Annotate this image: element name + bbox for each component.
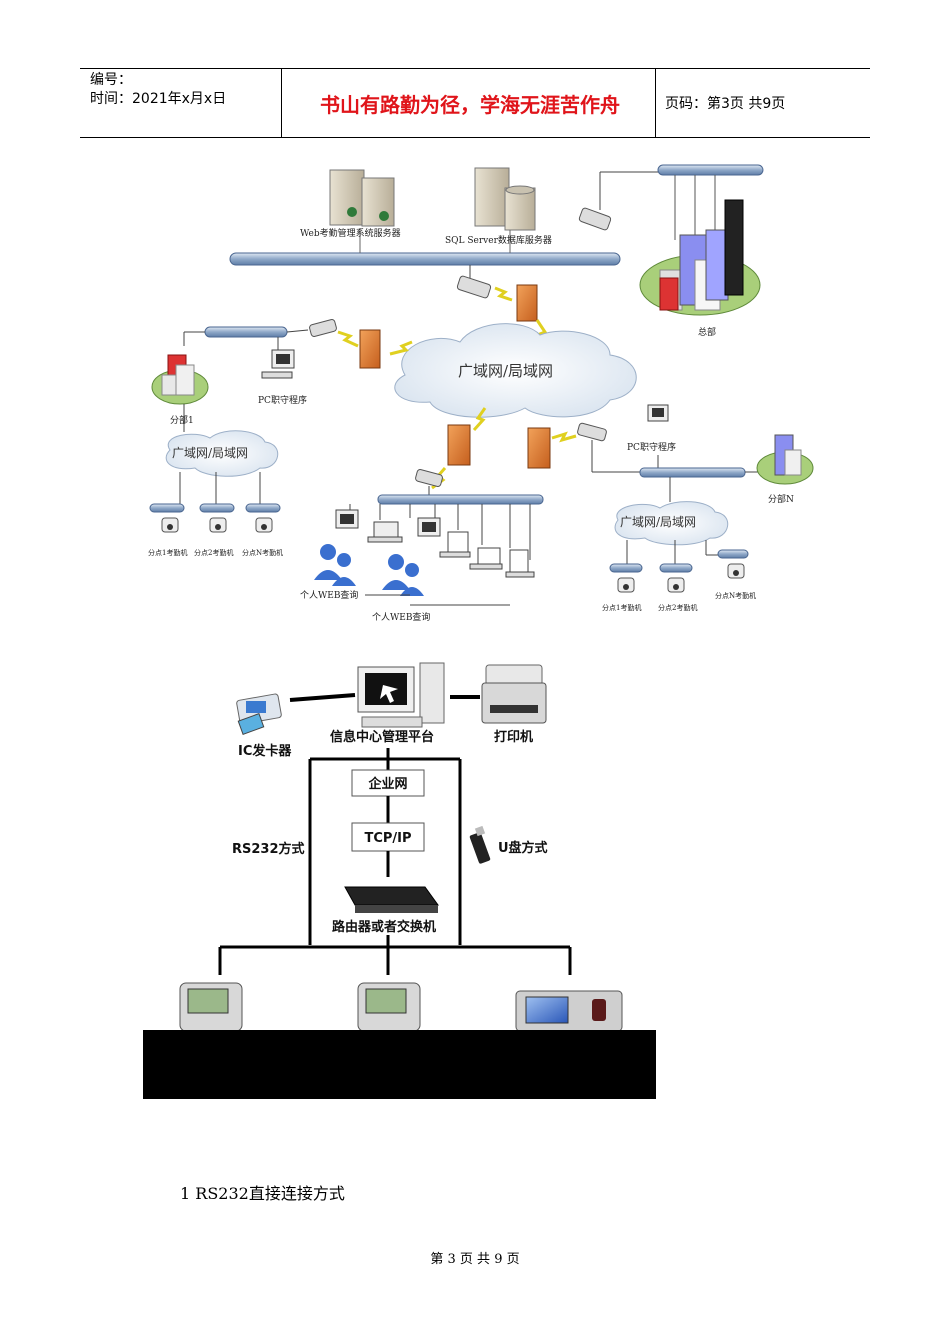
page-header: 编号： 时间：2021年x月x日 书山有路勤为径，学海无涯苦作舟 页码：第3页 … bbox=[80, 68, 870, 138]
network-topology-diagram: Web考勤管理系统服务器 SQL Server数据库服务器 总部 广域网/局域网 bbox=[148, 164, 814, 623]
printer-label: 打印机 bbox=[494, 729, 533, 745]
router-icon bbox=[577, 422, 607, 442]
wan-cloud-right bbox=[614, 501, 729, 546]
pc-icon bbox=[335, 509, 359, 529]
laptop-icon bbox=[367, 521, 403, 543]
connection-methods-diagram: IC发卡器 信息中心管理平台 打印机 企业网 TCP/IP RS232方式 U盘… bbox=[179, 662, 623, 1032]
firewall-icon bbox=[447, 424, 471, 466]
router-icon bbox=[578, 207, 612, 231]
headquarters-icon bbox=[639, 175, 761, 316]
branchN-label: 分部N bbox=[768, 493, 794, 505]
device-bus bbox=[149, 503, 185, 513]
time-label: 时间：2021年x月x日 bbox=[90, 91, 227, 107]
device-bus bbox=[659, 563, 693, 573]
device-label: 分点1考勤机 bbox=[602, 603, 641, 612]
device-label: 分点N考勤机 bbox=[242, 548, 283, 557]
management-pc-icon bbox=[357, 662, 445, 728]
header-page-label: 页码：第3页 共9页 bbox=[665, 96, 786, 112]
users-icon bbox=[382, 554, 424, 596]
tcpip-label: TCP/IP bbox=[364, 831, 411, 846]
device-label: 分点2考勤机 bbox=[194, 548, 233, 557]
fingerprint-terminal-icon bbox=[515, 990, 623, 1032]
attendance-device-icon bbox=[161, 517, 179, 533]
enterprise-net-label: 企业网 bbox=[367, 776, 407, 792]
backbone-bus bbox=[229, 252, 621, 266]
branchN-bus bbox=[639, 467, 746, 478]
usb-label: U盘方式 bbox=[498, 840, 548, 856]
lightning-icon bbox=[472, 407, 487, 432]
header-divider bbox=[655, 69, 656, 137]
database-server-label: SQL Server数据库服务器 bbox=[445, 234, 552, 246]
firewall-icon bbox=[527, 427, 551, 469]
attendance-device-icon bbox=[727, 563, 745, 579]
laptop-icon bbox=[505, 549, 535, 578]
attendance-device-icon bbox=[667, 577, 685, 593]
header-motto: 书山有路勤为径，学海无涯苦作舟 bbox=[320, 92, 620, 117]
ic-card-label: IC发卡器 bbox=[238, 743, 292, 759]
device-label: 分点1考勤机 bbox=[148, 548, 187, 557]
web-server-icon bbox=[329, 169, 395, 253]
laptop-icon bbox=[469, 547, 503, 570]
router-switch-label: 路由器或者交换机 bbox=[332, 919, 436, 935]
device-label: 分点N考勤机 bbox=[715, 591, 756, 600]
usb-drive-icon bbox=[469, 825, 491, 864]
redacted-block bbox=[143, 1030, 656, 1099]
page-footer: 第 3 页 共 9 页 bbox=[430, 1252, 520, 1267]
device-bus bbox=[245, 503, 281, 513]
firewall-icon bbox=[359, 329, 381, 369]
management-platform-label: 信息中心管理平台 bbox=[330, 729, 434, 745]
device-bus bbox=[717, 549, 749, 559]
branchN-building-icon bbox=[756, 434, 814, 485]
users-icon bbox=[314, 544, 356, 586]
printer-icon bbox=[481, 664, 547, 724]
web-server-label: Web考勤管理系统服务器 bbox=[300, 227, 401, 239]
number-label: 编号： bbox=[90, 72, 132, 88]
wan-cloud-left-label: 广域网/局域网 bbox=[172, 446, 248, 460]
wan-cloud-left bbox=[165, 430, 279, 477]
hand-cursor-icon bbox=[380, 685, 398, 703]
hq-bus bbox=[657, 164, 764, 176]
web-query-label: 个人WEB查询 bbox=[372, 611, 430, 623]
attendance-terminal-icon bbox=[179, 982, 243, 1032]
pc-icon bbox=[647, 404, 669, 422]
branch1-building-icon bbox=[151, 354, 209, 405]
lightning-icon bbox=[494, 286, 513, 302]
section-heading: 1 RS232直接连接方式 bbox=[180, 1184, 345, 1203]
lightning-icon bbox=[337, 330, 359, 348]
branch1-bus bbox=[204, 326, 288, 338]
database-server-icon bbox=[474, 167, 536, 253]
pc-guard-label-right: PC职守程序 bbox=[627, 441, 676, 453]
device-label: 分点2考勤机 bbox=[658, 603, 697, 612]
router-icon bbox=[309, 319, 337, 337]
lightning-icon bbox=[389, 340, 413, 356]
header-divider bbox=[281, 69, 282, 137]
pc-icon bbox=[261, 349, 295, 379]
attendance-device-icon bbox=[617, 577, 635, 593]
lightning-icon bbox=[551, 431, 577, 443]
laptop-icon bbox=[439, 531, 471, 558]
lan-bus bbox=[377, 494, 544, 505]
ic-card-reader-icon bbox=[236, 693, 282, 735]
router-icon bbox=[456, 275, 492, 299]
web-query-label: 个人WEB查询 bbox=[300, 589, 358, 601]
attendance-device-icon bbox=[255, 517, 273, 533]
pc-icon bbox=[417, 517, 441, 537]
device-bus bbox=[609, 563, 643, 573]
attendance-terminal-icon bbox=[357, 982, 421, 1032]
branch1-label: 分部1 bbox=[170, 414, 194, 426]
firewall-icon bbox=[516, 284, 538, 322]
header-meta: 编号： 时间：2021年x月x日 bbox=[90, 71, 226, 109]
enterprise-net-box bbox=[351, 769, 425, 797]
router-switch-icon bbox=[344, 886, 439, 913]
router-icon bbox=[415, 469, 443, 487]
hq-label: 总部 bbox=[698, 326, 716, 338]
rs232-label: RS232方式 bbox=[232, 841, 305, 857]
wan-cloud-main bbox=[394, 323, 637, 418]
wan-cloud-main-label: 广域网/局域网 bbox=[458, 362, 553, 380]
wan-cloud-right-label: 广域网/局域网 bbox=[620, 515, 696, 529]
pc-guard-label-left: PC职守程序 bbox=[258, 394, 307, 406]
device-bus bbox=[199, 503, 235, 513]
attendance-device-icon bbox=[209, 517, 227, 533]
